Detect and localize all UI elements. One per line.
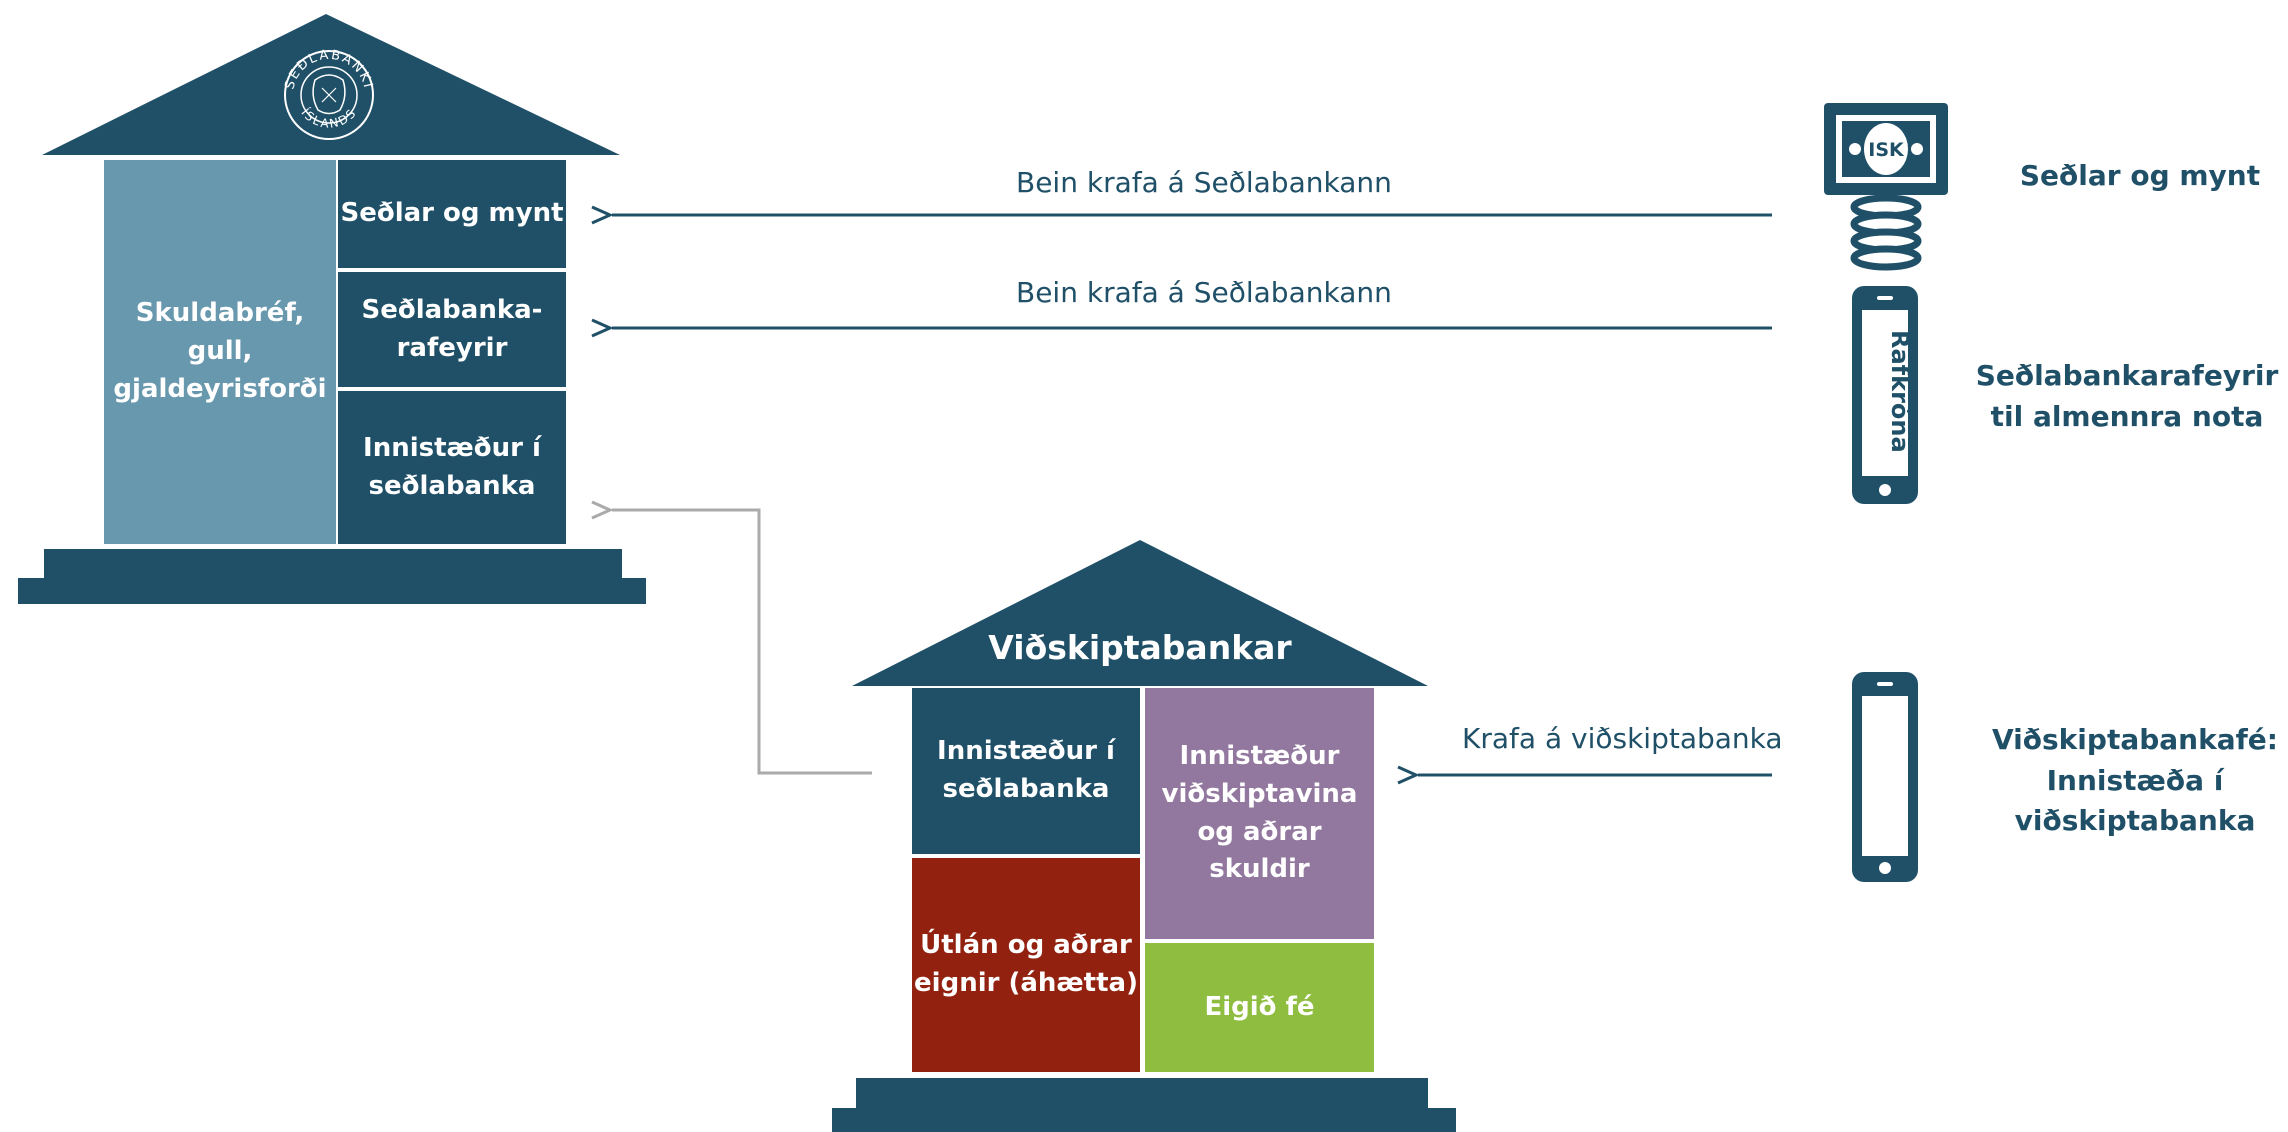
central-bank-roof	[42, 14, 620, 155]
central-bank-assets-label: Skuldabréf, gull, gjaldeyrisforði	[113, 298, 327, 404]
central-bank-reserves-label: Innistæður í seðlabanka	[363, 432, 541, 501]
phone-rafkrona-icon: Rafkróna	[1852, 286, 1918, 504]
arrow-reserves-to-central	[591, 500, 872, 775]
commercial-bank-reserves-label: Innistæður í seðlabanka	[937, 736, 1115, 804]
deposit-label: Viðskiptabankafé: Innistæða í viðskiptab…	[1992, 723, 2278, 838]
commercial-bank-deposits: Innistæður viðskiptavina og aðrar skuldi…	[1145, 688, 1374, 939]
commercial-bank-loans-label: Útlán og aðrar eignir (áhætta)	[914, 930, 1138, 998]
commercial-bank-roof	[852, 540, 1428, 686]
svg-text:ISK: ISK	[1868, 139, 1905, 161]
arrow2-label: Bein krafa á Seðlabankann	[1016, 276, 1392, 309]
commercial-bank-deposits-label: Innistæður viðskiptavina og aðrar skuldi…	[1161, 741, 1358, 885]
cash-label: Seðlar og mynt	[2019, 159, 2261, 192]
arrow1-label: Bein krafa á Seðlabankann	[1016, 166, 1392, 199]
svg-text:Rafkróna: Rafkróna	[1886, 330, 1914, 453]
commercial-bank-equity-label: Eigið fé	[1204, 991, 1315, 1022]
commercial-bank-equity: Eigið fé	[1145, 943, 1374, 1072]
central-bank-cbdc: Seðlabanka- rafeyrir	[338, 272, 566, 387]
central-bank-base-upper	[44, 549, 622, 578]
central-bank-banknotes-label: Seðlar og mynt	[340, 198, 564, 229]
central-bank-assets: Skuldabréf, gull, gjaldeyrisforði	[104, 160, 336, 544]
commercial-bank-title: Viðskiptabankar	[988, 628, 1292, 667]
central-bank-base-lower	[18, 578, 646, 604]
commercial-bank-loans: Útlán og aðrar eignir (áhætta)	[912, 858, 1140, 1072]
commercial-bank-base-lower	[832, 1108, 1456, 1132]
commercial-bank-base-upper	[856, 1078, 1428, 1108]
banknote-coins-icon: ISK	[1824, 103, 1948, 271]
central-bank-banknotes: Seðlar og mynt	[338, 160, 566, 268]
central-bank-cbdc-label: Seðlabanka- rafeyrir	[361, 294, 543, 363]
commercial-bank-reserves: Innistæður í seðlabanka	[912, 688, 1140, 854]
central-bank-reserves: Innistæður í seðlabanka	[338, 391, 566, 544]
arrow3-label: Krafa á viðskiptabanka	[1462, 722, 1783, 755]
cbdc-label: Seðlabankarafeyrir til almennra nota	[1975, 359, 2279, 433]
phone-icon	[1852, 672, 1918, 882]
